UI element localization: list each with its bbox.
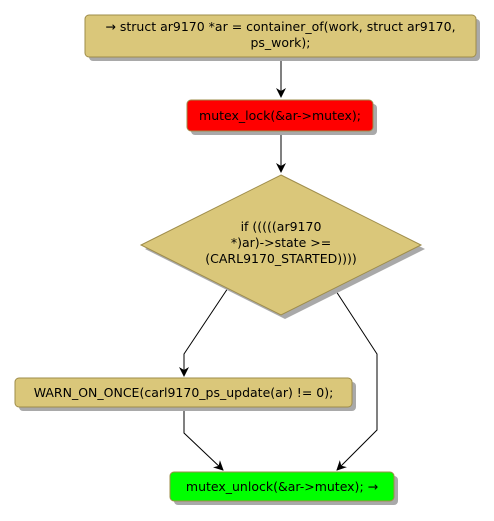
edge-condition-to-unlock xyxy=(333,287,378,471)
lock-node-box xyxy=(186,99,374,132)
start-node: → struct ar9170 *ar = container_of(work,… xyxy=(84,14,480,61)
condition-node: if (((((ar9170 *)ar)->state >= (CARL9170… xyxy=(139,174,425,319)
unlock-node: mutex_unlock(&ar->mutex); → xyxy=(169,471,398,505)
start-node-text-line2: ps_work); xyxy=(250,35,310,50)
condition-node-text-line1: if (((((ar9170 xyxy=(241,219,322,234)
warn-node: WARN_ON_ONCE(carl9170_ps_update(ar) != 0… xyxy=(14,377,356,411)
warn-node-text: WARN_ON_ONCE(carl9170_ps_update(ar) != 0… xyxy=(34,385,334,400)
warn-node-box xyxy=(14,377,353,408)
unlock-node-text: mutex_unlock(&ar->mutex); → xyxy=(186,479,378,494)
start-node-box xyxy=(84,14,477,58)
edge-warn-to-unlock xyxy=(183,407,224,471)
edges xyxy=(179,57,378,471)
condition-node-text-line3: (CARL9170_STARTED)))) xyxy=(205,251,356,266)
edge-condition-to-warn xyxy=(179,287,229,377)
unlock-node-box xyxy=(169,471,395,502)
condition-node-diamond xyxy=(139,174,423,316)
lock-node: mutex_lock(&ar->mutex); xyxy=(186,99,377,135)
start-node-text-line1: → struct ar9170 *ar = container_of(work,… xyxy=(105,19,455,34)
lock-node-text: mutex_lock(&ar->mutex); xyxy=(199,108,361,123)
condition-node-text-line2: *)ar)->state >= xyxy=(231,235,331,250)
